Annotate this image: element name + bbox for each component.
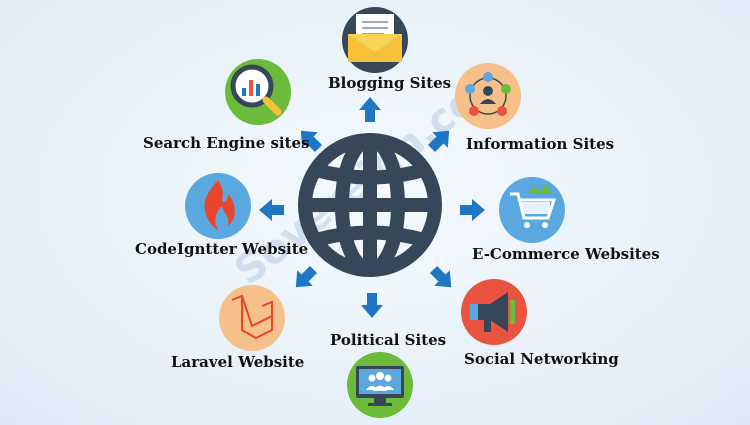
arrows <box>259 97 485 318</box>
envelope-icon <box>342 7 408 73</box>
arrow-left-icon <box>259 199 284 221</box>
arrow-upright-icon <box>427 130 450 153</box>
shopping-cart-icon <box>499 177 565 243</box>
label-search-engine-sites: Search Engine sites <box>143 134 310 152</box>
globe-icon <box>298 133 442 277</box>
flame-icon <box>185 173 251 239</box>
arrow-downright-icon <box>429 265 452 288</box>
arrow-down-icon <box>361 293 383 318</box>
label-codeigniter-website: CodeIgntter Website <box>135 240 309 258</box>
label-ecommerce-websites: E-Commerce Websites <box>472 245 660 263</box>
label-information-sites: Information Sites <box>466 135 615 153</box>
label-blogging-sites: Blogging Sites <box>328 74 452 92</box>
arrow-upleft-icon <box>300 130 323 153</box>
label-political-sites: Political Sites <box>330 331 447 349</box>
network-people-icon <box>455 63 521 129</box>
laravel-logo-icon <box>219 285 285 351</box>
arrow-downleft-icon <box>295 265 318 288</box>
arrow-right-icon <box>460 199 485 221</box>
label-laravel-website: Laravel Website <box>171 353 305 371</box>
arrow-up-icon <box>359 97 381 122</box>
label-social-networking: Social Networking <box>464 350 619 368</box>
magnifier-chart-icon <box>225 59 291 125</box>
monitor-group-icon <box>347 352 413 418</box>
megaphone-icon <box>461 279 527 345</box>
